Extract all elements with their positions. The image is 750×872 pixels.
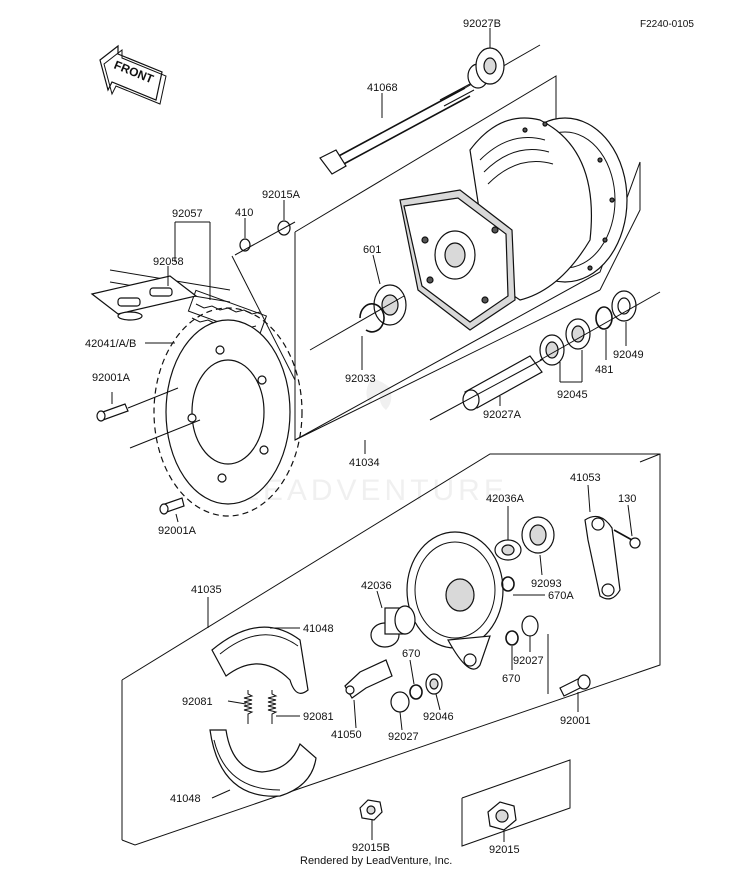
chain-joint-92058 xyxy=(90,275,198,321)
collar-92027b xyxy=(467,47,505,89)
brake-shoe-41048-upper xyxy=(211,626,309,694)
label-92081-left: 92081 xyxy=(182,696,213,708)
label-670-left: 670 xyxy=(402,648,420,660)
label-410: 410 xyxy=(235,207,253,219)
collar-92027-lower xyxy=(390,691,410,713)
label-92027b: 92027B xyxy=(463,18,501,30)
front-arrow-icon: FRONT xyxy=(99,44,167,105)
collar-92027-right xyxy=(521,615,539,637)
watermark-flame-icon xyxy=(366,378,392,410)
label-92081-right: 92081 xyxy=(303,711,334,723)
label-42036: 42036 xyxy=(361,580,392,592)
bearing-92045-a xyxy=(539,334,565,366)
label-92046: 92046 xyxy=(423,711,454,723)
brake-panel xyxy=(406,531,504,670)
axle-41068 xyxy=(319,44,541,175)
label-481: 481 xyxy=(595,364,613,376)
label-670-right: 670 xyxy=(502,673,520,685)
bearing-601 xyxy=(373,284,407,326)
circlip-481 xyxy=(595,306,613,330)
label-92015: 92015 xyxy=(489,844,520,856)
leader-lines xyxy=(111,28,633,842)
label-92001a-upper: 92001A xyxy=(92,372,131,384)
label-92015b: 92015B xyxy=(352,842,390,854)
label-41053: 41053 xyxy=(570,472,601,484)
cam-lever-41050 xyxy=(344,659,393,699)
label-42041: 42041/A/B xyxy=(85,338,136,350)
label-92027a: 92027A xyxy=(483,409,522,421)
diagram-code: F2240-0105 xyxy=(640,19,694,30)
camshaft-42036 xyxy=(370,605,416,648)
nut-92015-frame xyxy=(461,759,571,847)
label-92033: 92033 xyxy=(345,373,376,385)
label-130: 130 xyxy=(618,493,636,505)
label-42036a: 42036A xyxy=(486,493,525,505)
spacer-92027a xyxy=(429,349,561,421)
sprocket-42041 xyxy=(153,307,303,517)
bushing-42036a xyxy=(494,539,522,561)
label-92057: 92057 xyxy=(172,208,203,220)
brake-arm-41053 xyxy=(584,515,621,600)
label-41050: 41050 xyxy=(331,729,362,741)
bolt-92001a-upper xyxy=(96,387,179,422)
spring-92081-right xyxy=(267,690,278,724)
brake-group-frame xyxy=(121,453,661,846)
label-92027-lower: 92027 xyxy=(388,731,419,743)
oring-670a xyxy=(501,576,515,592)
label-670a: 670A xyxy=(548,590,574,602)
label-92049: 92049 xyxy=(613,349,644,361)
label-601: 601 xyxy=(363,244,381,256)
label-92093: 92093 xyxy=(531,578,562,590)
brake-shoe-41048-lower xyxy=(209,729,317,797)
rear-hub-41034 xyxy=(399,117,628,331)
bushing-92046 xyxy=(425,673,443,695)
bolt-92001a-lower xyxy=(159,497,185,515)
label-41034: 41034 xyxy=(349,457,380,469)
label-92045: 92045 xyxy=(557,389,588,401)
watermark: LEADVENTURE xyxy=(242,378,508,507)
nut-92015 xyxy=(487,801,517,831)
bolt-92001 xyxy=(559,674,591,697)
label-41048-upper: 41048 xyxy=(303,623,334,635)
oring-670-left xyxy=(409,684,423,700)
label-92001a-lower: 92001A xyxy=(158,525,197,537)
seal-92093 xyxy=(521,516,555,554)
oring-670-right xyxy=(505,630,519,646)
part-labels: 92027B 41068 92057 410 92015A 92058 601 … xyxy=(85,18,644,856)
label-92001: 92001 xyxy=(560,715,591,727)
seal-92049 xyxy=(611,290,637,322)
spring-92081-left xyxy=(243,690,254,724)
label-92027-right: 92027 xyxy=(513,655,544,667)
nut-92015b xyxy=(359,799,383,821)
label-41048-lower: 41048 xyxy=(170,793,201,805)
label-92015a: 92015A xyxy=(262,189,301,201)
bolt-130 xyxy=(613,529,641,549)
circlip-92033 xyxy=(359,303,385,333)
watermark-text: LEADVENTURE xyxy=(242,474,508,507)
label-92058: 92058 xyxy=(153,256,184,268)
label-41035: 41035 xyxy=(191,584,222,596)
label-41068: 41068 xyxy=(367,82,398,94)
footer-credit: Rendered by LeadVenture, Inc. xyxy=(300,855,452,867)
